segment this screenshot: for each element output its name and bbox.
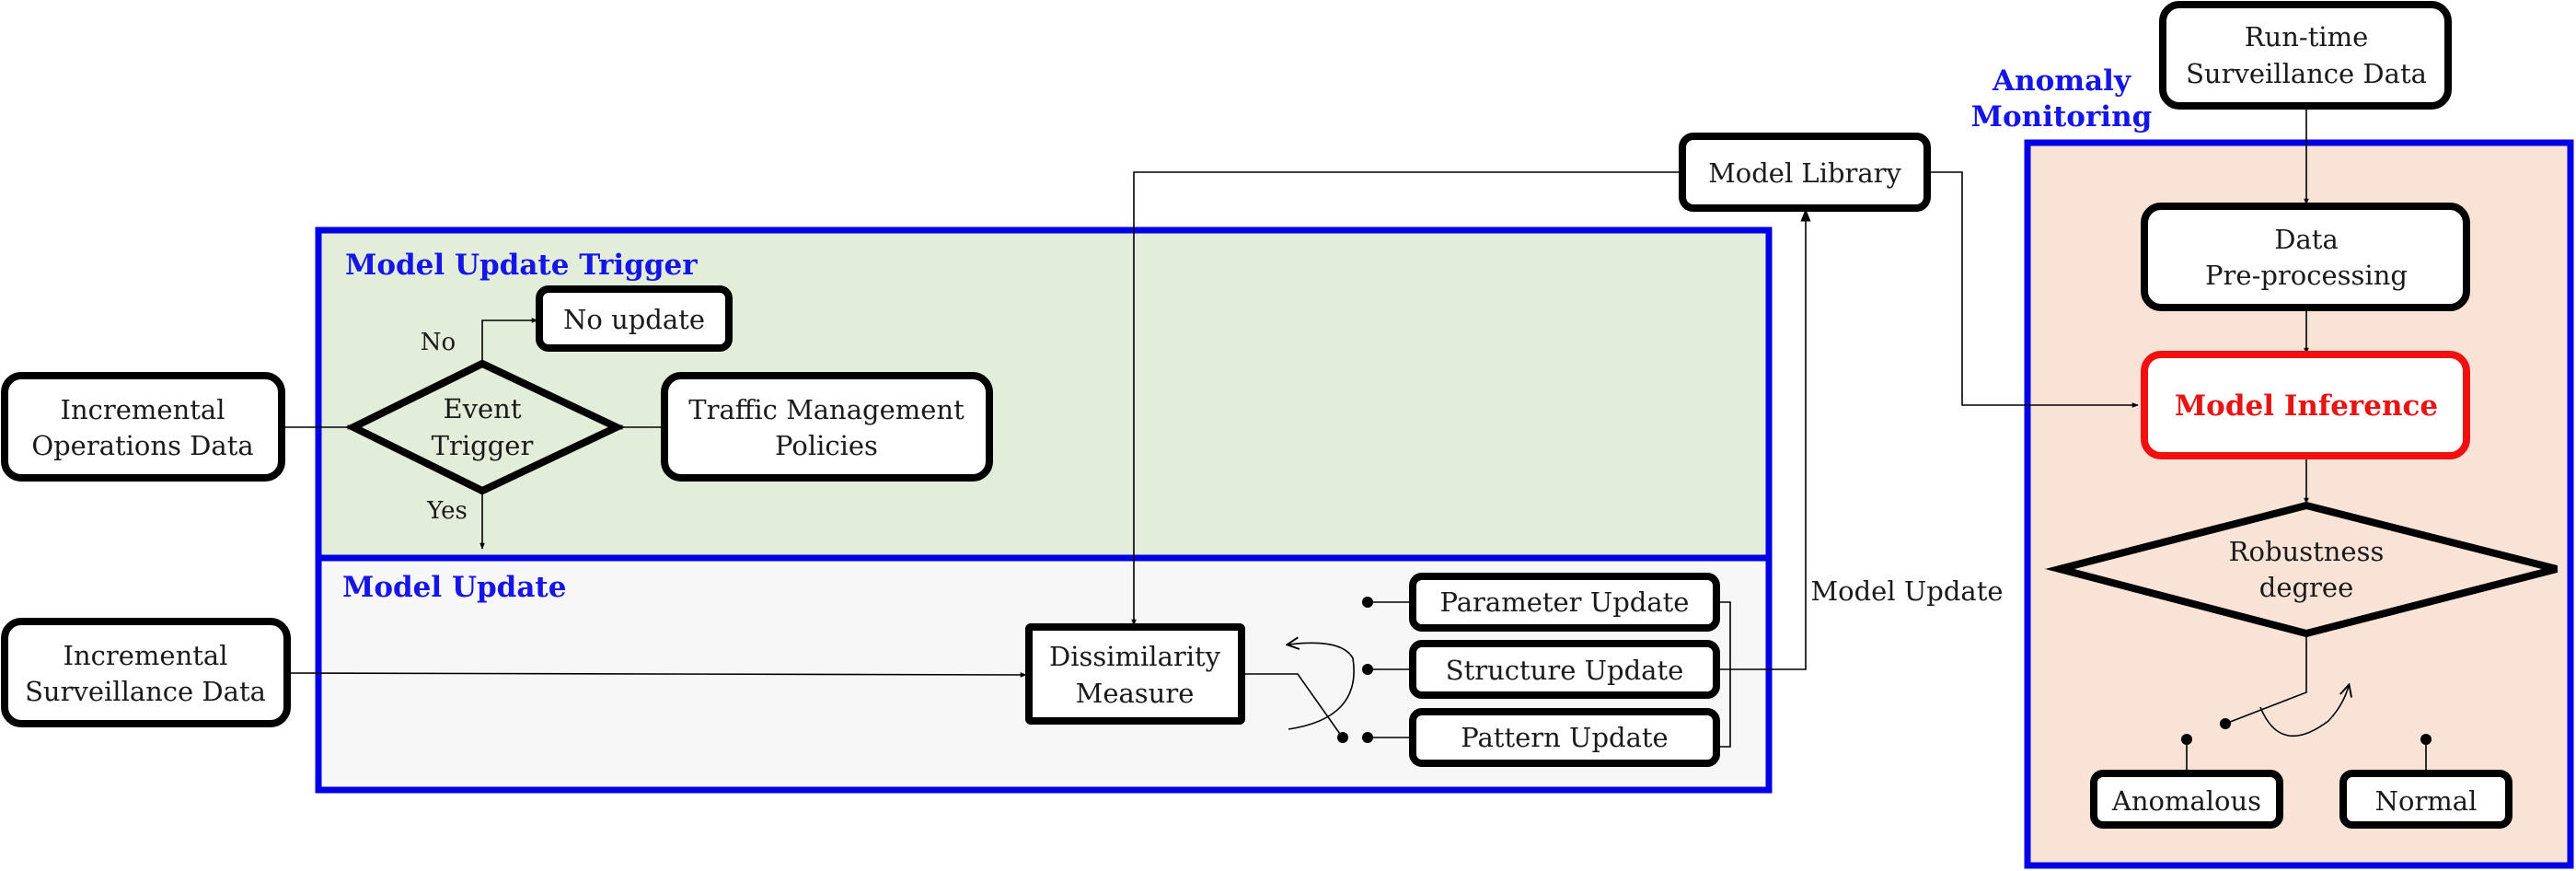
- output-rotation-arrow: [2259, 686, 2349, 737]
- edge-label-yes: Yes: [426, 497, 468, 525]
- runtime-line1: Run-time: [2245, 21, 2369, 52]
- event-trigger-diamond: [344, 359, 626, 495]
- edge-label-model-update: Model Update: [1810, 575, 2003, 607]
- model-update-title: Model Update: [342, 571, 566, 604]
- dissimilarity-line2: Measure: [1076, 678, 1195, 709]
- no-update-box: [536, 285, 733, 352]
- data-preprocessing-box: [2141, 203, 2470, 311]
- traffic-management-line2: Policies: [775, 430, 878, 461]
- edge-surveillance-to-dissimilarity: [286, 672, 1027, 678]
- output-switch-pivot: [2220, 718, 2231, 729]
- edge-robustness-to-switch: [2224, 635, 2307, 725]
- incremental-surveillance-data-box: [1, 618, 291, 727]
- model-library-label: Model Library: [1708, 157, 1901, 189]
- edge-trigger-to-no-update: [481, 318, 538, 364]
- model-inference-label: Model Inference: [2175, 389, 2438, 423]
- anomaly-monitoring-title-line2: Monitoring: [1971, 100, 2153, 134]
- edge-dissimilarity-to-switch: [1242, 673, 1343, 737]
- dissimilarity-measure-box: [1025, 623, 1245, 725]
- incremental-operations-data-box: [1, 372, 285, 482]
- structure-update-label: Structure Update: [1446, 655, 1684, 686]
- edge-library-to-inference: [1929, 171, 2139, 408]
- parameter-update-label: Parameter Update: [1440, 586, 1690, 618]
- switch-dot-pivot: [1337, 732, 1348, 743]
- no-update-label: No update: [563, 304, 705, 335]
- incremental-surveillance-line2: Surveillance Data: [25, 676, 266, 707]
- preprocessing-line2: Pre-processing: [2205, 260, 2408, 291]
- model-inference-box: [2141, 351, 2470, 459]
- event-trigger-line1: Event: [443, 393, 521, 424]
- pattern-update-label: Pattern Update: [1461, 722, 1668, 753]
- normal-box: [2339, 770, 2512, 829]
- incremental-operations-line1: Incremental: [61, 394, 225, 425]
- incremental-operations-line2: Operations Data: [31, 430, 253, 461]
- switch-rotation-arrow: [1288, 643, 1355, 730]
- robustness-line2: degree: [2259, 572, 2353, 603]
- edge-label-no: No: [421, 329, 456, 356]
- edge-library-to-dissimilarity: [1131, 171, 1681, 626]
- runtime-line2: Surveillance Data: [2186, 58, 2427, 89]
- dissimilarity-line1: Dissimilarity: [1049, 641, 1221, 672]
- traffic-management-line1: Traffic Management: [688, 394, 965, 425]
- traffic-management-policies-box: [661, 372, 993, 482]
- anomalous-box: [2090, 770, 2283, 829]
- event-trigger-line2: Trigger: [432, 430, 534, 461]
- edge-bracket: [1719, 601, 1731, 748]
- pattern-update-box: [1409, 708, 1720, 767]
- anomalous-label: Anomalous: [2111, 785, 2261, 817]
- parameter-update-box: [1409, 573, 1720, 632]
- incremental-surveillance-line1: Incremental: [64, 640, 228, 671]
- normal-label: Normal: [2375, 785, 2478, 817]
- model-library-box: [1679, 133, 1931, 212]
- runtime-surveillance-data-box: [2159, 1, 2452, 110]
- anomaly-monitoring-title-line1: Anomaly: [1992, 64, 2131, 98]
- robustness-degree-diamond: [2045, 501, 2558, 638]
- robustness-line1: Robustness: [2229, 536, 2385, 567]
- model-update-trigger-region: [315, 226, 1773, 562]
- model-update-trigger-title: Model Update Trigger: [345, 249, 698, 282]
- edge-update-to-library: [1719, 208, 1811, 670]
- structure-update-box: [1409, 640, 1720, 699]
- preprocessing-line1: Data: [2274, 224, 2338, 255]
